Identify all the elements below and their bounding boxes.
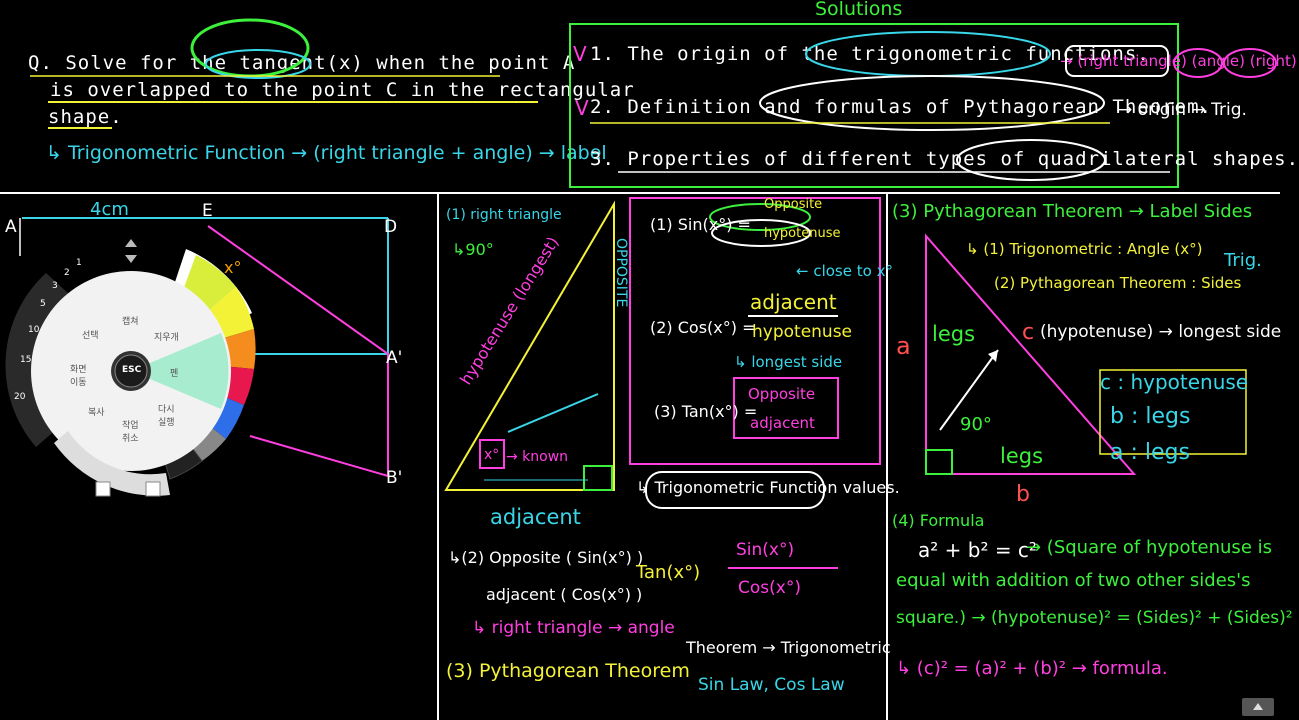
p3-angle90: 90° [960,414,992,435]
p3-side-a: a [896,332,911,360]
p2-tan-num: Opposite [748,385,816,403]
p2-sin-num: Opposite [764,197,823,212]
p2-tan-den: adjacent [750,414,815,432]
size-10[interactable]: 10 [28,325,40,335]
rectangle-figure [19,217,389,478]
tool-wheel[interactable] [5,233,256,503]
p3-a-def: a : legs [1110,440,1190,465]
p3-trig-tag: Trig. [1224,250,1262,271]
solutions-box [569,23,1179,188]
wheel-item-undo[interactable]: 작업 취소 [122,421,139,444]
p2-theorem: Theorem → Trigonometric [686,638,891,657]
p2-pyth: (3) Pythagorean Theorem [446,660,690,682]
p2-known: → known [506,449,569,465]
wheel-item-pan[interactable]: 화면 이동 [70,365,87,388]
p3-c-def: c : hypotenuse [1100,370,1249,394]
p2-values-title: ↳ Trigonometric Function values. [636,478,900,497]
pythagorean-figure [925,233,1247,475]
question-annotations [30,18,538,129]
solution-annotation-2: → origin → Trig. [1118,100,1247,120]
p2-sin-den: hypotenuse [764,226,841,241]
p3-desc-3: square.) → (hypotenuse)² = (Sides)² + (S… [896,608,1293,628]
p2-angle-label: x° [484,447,500,463]
size-20[interactable]: 20 [14,392,26,402]
p2-cos-lhs: (2) Cos(x°) = [650,318,756,337]
divider-right [886,194,888,720]
p2-tan-lhs: (3) Tan(x°) = [654,402,758,421]
solutions-title: Solutions [815,0,903,20]
p3-trig-1: ↳ (1) Trigonometric : Angle (x°) [966,240,1203,258]
p3-title: (3) Pythagorean Theorem → Label Sides [892,201,1253,222]
point-E: E [202,201,213,221]
size-5[interactable]: 5 [40,299,46,309]
p3-desc-1: → (Square of hypotenuse is [1026,537,1272,558]
p2-tan-eq: Tan(x°) [636,562,701,583]
question-line-3: shape. [48,106,123,128]
scroll-up-button[interactable] [1242,698,1274,716]
p2-ratio-2: adjacent ( Cos(x°) ) [486,585,643,604]
solution-annotation-1: → (right triangle) (angle) (right) [1060,52,1297,70]
check-mark-2: V [575,96,589,120]
divider-left [437,194,439,720]
p3-b-def: b : legs [1110,404,1191,429]
check-mark-1: V [573,42,587,66]
solution-item-1: 1. The origin of the trigonometric funct… [590,43,1150,65]
p2-frac-den: Cos(x°) [738,578,801,598]
p3-formula-title: (4) Formula [892,511,985,530]
wheel-item-eraser[interactable]: 지우개 [154,333,179,343]
p3-side-b: b [1016,482,1030,507]
size-1[interactable]: 1 [76,258,82,268]
p3-hyp-note: (hypotenuse) → longest side [1040,322,1282,342]
p3-formula: a² + b² = c² [918,538,1037,562]
solution-item-3: 3. Properties of different types of quad… [590,148,1299,170]
size-15[interactable]: 15 [20,355,32,365]
wheel-item-copy[interactable]: 복사 [88,408,105,418]
p3-legs-2: legs [1000,444,1044,468]
p2-rt-angle: ↳ right triangle → angle [472,618,675,638]
p2-sin-lhs: (1) Sin(x°) = [650,215,751,234]
wheel-item-capture[interactable]: 캡쳐 [122,317,139,327]
p2-cos-num: adjacent [750,290,837,314]
p2-ratio-1: ↳(2) Opposite ( Sin(x°) ) [448,548,644,567]
p2-laws: Sin Law, Cos Law [698,675,845,695]
point-A: A [5,217,17,237]
p2-longest: ↳ longest side [734,353,843,371]
wheel-item-redo[interactable]: 다시 실행 [158,405,175,428]
p2-opp-label: OPPOSITE [613,238,629,308]
wheel-item-pen[interactable]: 펜 [170,369,179,379]
dimension-4cm: 4cm [90,199,129,220]
question-note: ↳ Trigonometric Function → (right triang… [46,142,607,164]
p2-close-to: ← close to x° [796,262,893,280]
p2-title: (1) right triangle [446,207,562,223]
point-D: D [384,217,398,237]
p2-adj-label: adjacent [490,505,581,529]
p2-frac-num: Sin(x°) [736,540,795,560]
solution-item-2: 2. Definition and formulas of Pythagorea… [590,96,1212,118]
right-triangle-figure [444,197,881,569]
size-3[interactable]: 3 [52,281,58,291]
p2-angle90: ↳90° [452,240,494,259]
solutions-annotations [590,31,1277,181]
p3-side-c: c [1022,320,1035,345]
p3-trig-2: (2) Pythagorean Theorem : Sides [994,274,1242,292]
wheel-item-select[interactable]: 선택 [82,331,99,341]
p3-legs-1: legs [932,322,976,346]
size-2[interactable]: 2 [64,268,70,278]
p3-final: ↳ (c)² = (a)² + (b)² → formula. [896,658,1168,679]
point-A-prime: A' [386,348,403,368]
p2-cos-den: hypotenuse [752,322,853,342]
angle-x: x° [224,258,242,277]
p3-desc-2: equal with addition of two other sides's [896,570,1251,591]
point-B-prime: B' [386,468,403,488]
esc-button[interactable]: ESC [122,365,142,375]
question-line-2: is overlapped to the point C in the rect… [50,79,635,101]
horizontal-divider [0,192,1280,194]
